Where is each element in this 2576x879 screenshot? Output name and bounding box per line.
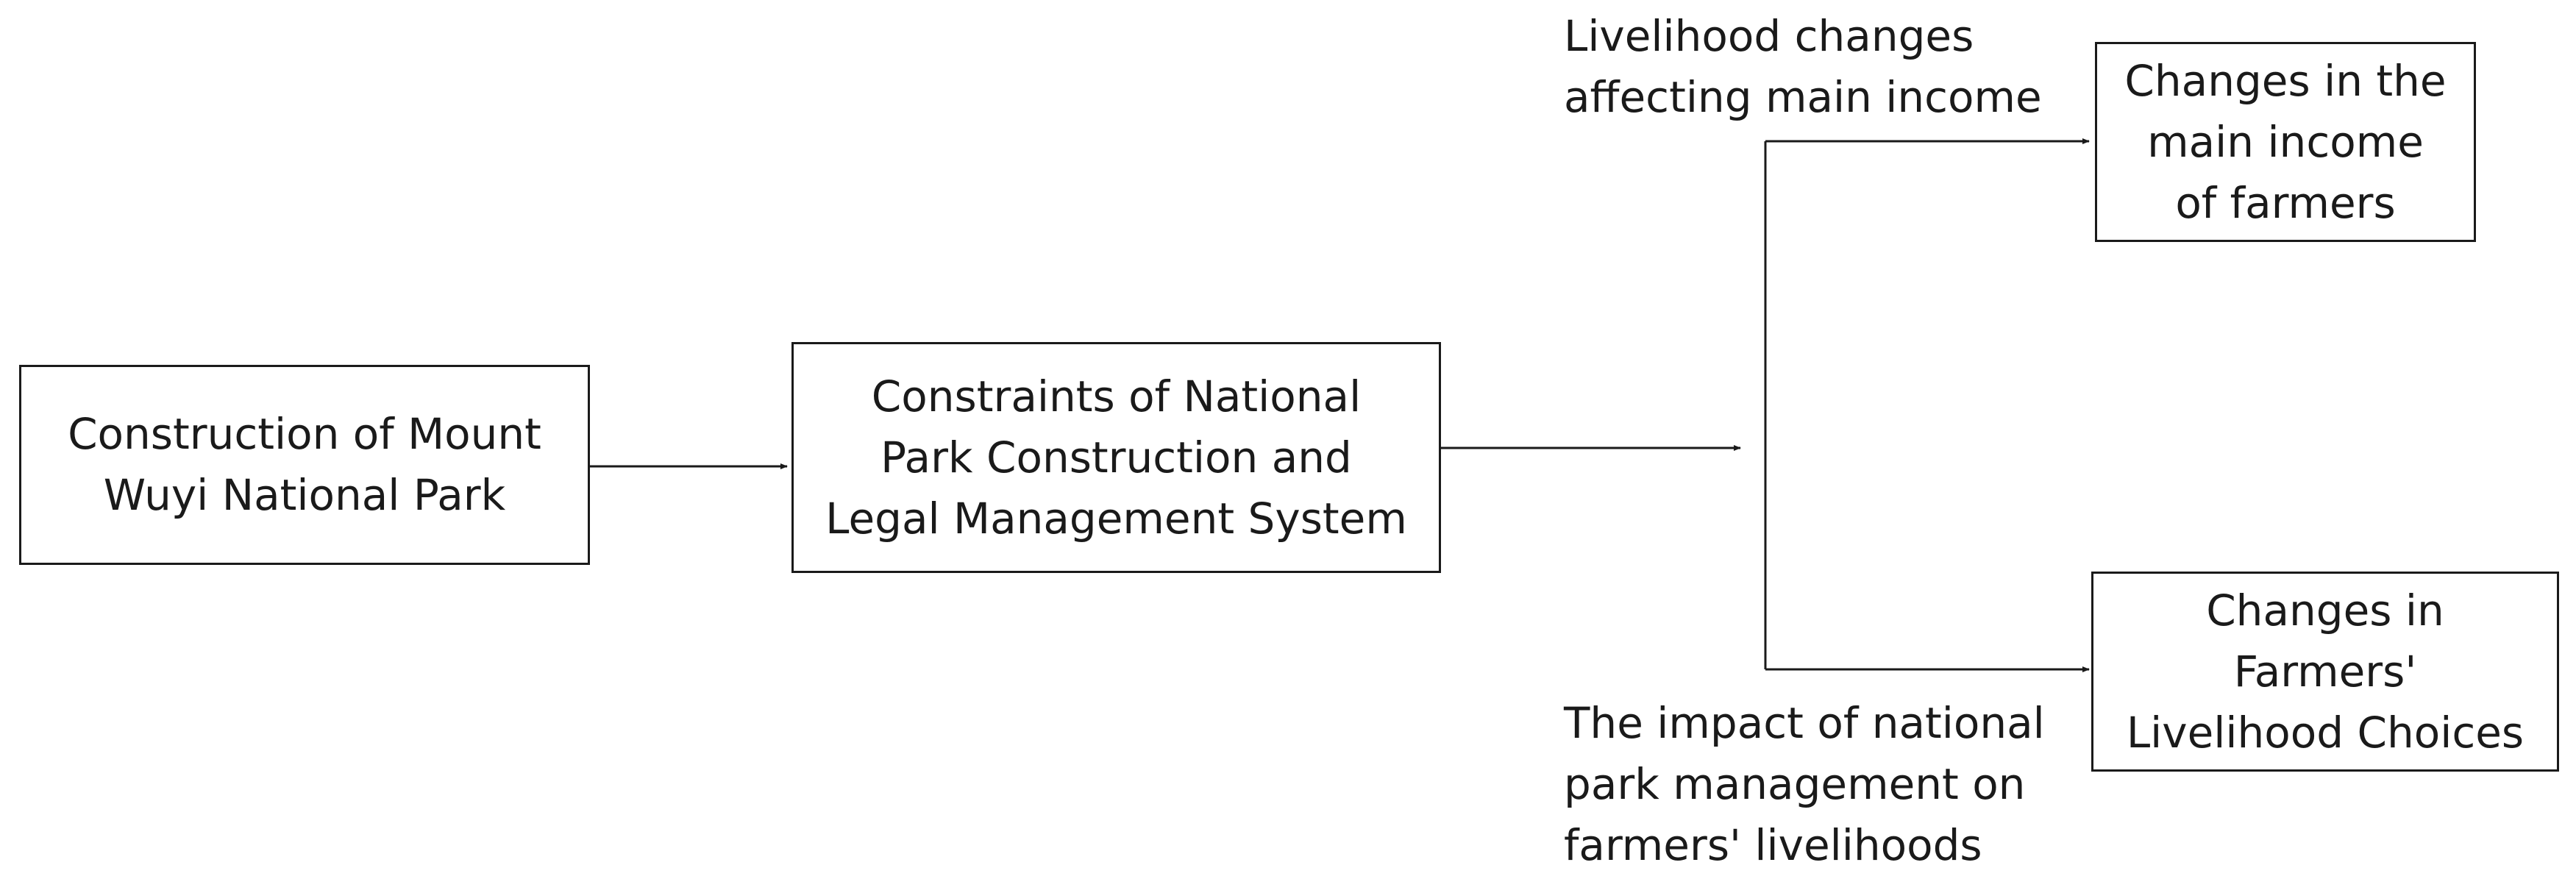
node-constraints-label: Constraints of National Park Constructio…: [825, 371, 1407, 544]
node-park-construction: Construction of Mount Wuyi National Park: [19, 365, 590, 565]
node-main-income-label: Changes in the main income of farmers: [2124, 55, 2447, 228]
node-livelihood-choices-label: Changes in Farmers' Livelihood Choices: [2126, 585, 2525, 758]
edge-label-management-path: The impact of national park management o…: [1564, 698, 2045, 870]
edge-label-income-path: Livelihood changes affecting main income: [1564, 11, 2042, 122]
node-park-construction-label: Construction of Mount Wuyi National Park: [68, 409, 541, 520]
node-constraints: Constraints of National Park Constructio…: [791, 342, 1441, 573]
node-main-income: Changes in the main income of farmers: [2095, 42, 2476, 242]
node-livelihood-choices: Changes in Farmers' Livelihood Choices: [2091, 572, 2559, 772]
